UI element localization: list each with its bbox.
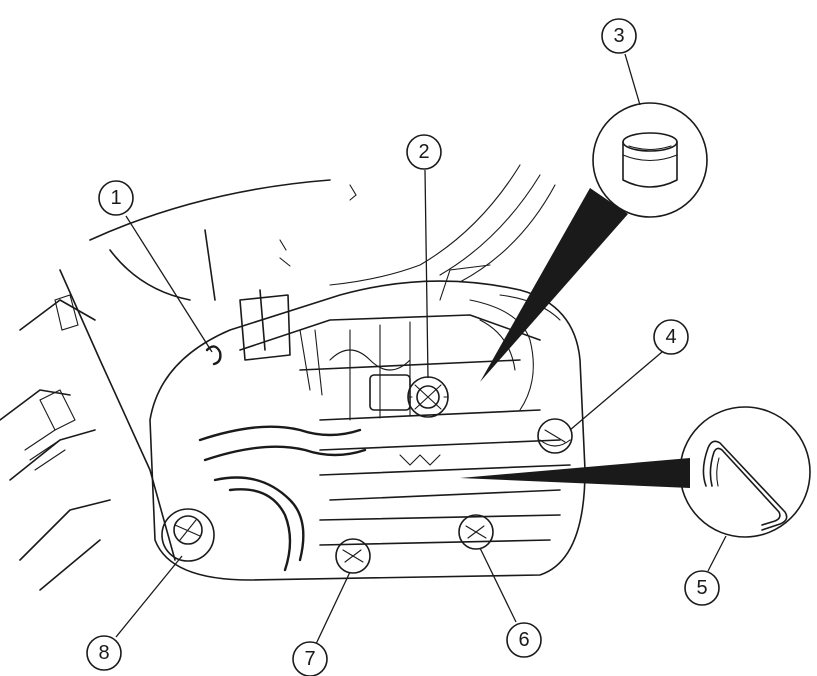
callout-5: 5 [684, 570, 720, 606]
oil-filter-icon [622, 132, 678, 188]
coolant-reservoir-cap [335, 538, 371, 574]
callout-3: 3 [601, 18, 637, 54]
callout-6: 6 [506, 622, 542, 658]
drive-belt-icon [702, 440, 788, 531]
callout-8: 8 [86, 635, 122, 671]
dipstick-handle [205, 345, 222, 366]
engine-body [149, 264, 586, 581]
callout-7-label: 7 [304, 648, 315, 670]
washer-fluid-cap [161, 508, 215, 562]
callout-6-label: 6 [518, 629, 529, 651]
oil-filler-cap [407, 376, 449, 418]
power-steering-fluid-cap [458, 514, 494, 550]
callout-7: 7 [292, 641, 328, 676]
callout-3-label: 3 [613, 25, 624, 47]
leader-lines [115, 53, 727, 645]
left-fender-outline [0, 269, 176, 591]
callout-1: 1 [98, 180, 134, 216]
callout-5-label: 5 [696, 577, 707, 599]
callout-8-label: 8 [98, 642, 109, 664]
drive-belt-inset [460, 406, 811, 538]
callout-2-label: 2 [418, 141, 429, 163]
oil-filter-inset [480, 102, 708, 382]
callout-1-label: 1 [110, 187, 121, 209]
callout-4: 4 [653, 319, 689, 355]
brake-fluid-reservoir-cap [537, 418, 573, 454]
cowl-lines [89, 164, 556, 301]
callout-2: 2 [406, 134, 442, 170]
callout-4-label: 4 [665, 326, 676, 348]
